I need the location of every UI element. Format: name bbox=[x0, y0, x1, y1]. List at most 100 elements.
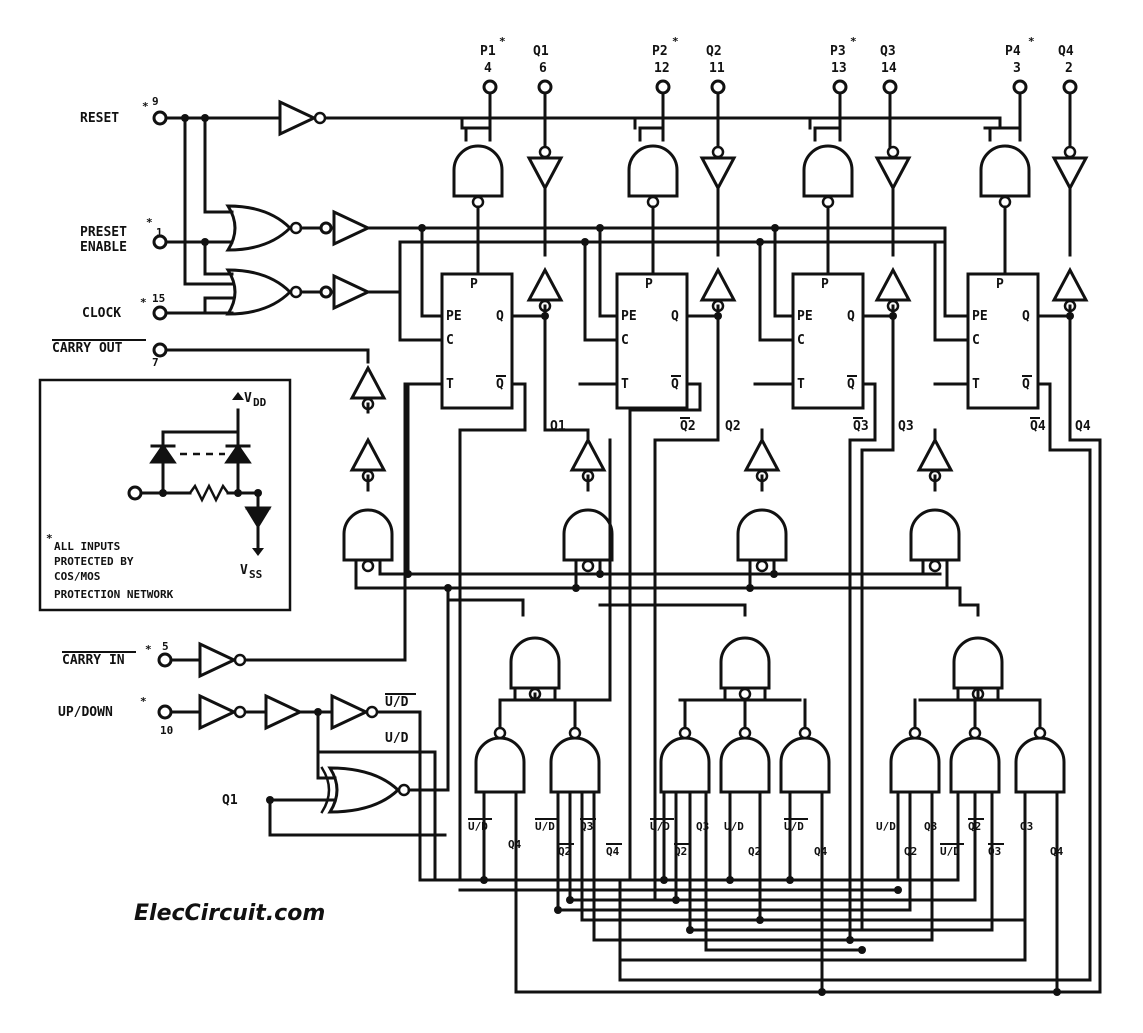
preset-label: PRESET bbox=[80, 225, 127, 240]
g3-label-3: U/D bbox=[724, 820, 744, 833]
ff3-q-out-label: Q3 bbox=[898, 419, 914, 434]
g3-label-1: U/D bbox=[650, 820, 670, 833]
g3-label-7: Q4 bbox=[814, 845, 828, 858]
g4-label-6: Q3 bbox=[988, 845, 1001, 858]
q2-pin-number: 11 bbox=[709, 61, 725, 76]
ff2-q-label: Q bbox=[671, 309, 679, 324]
q1-label: Q1 bbox=[533, 44, 549, 59]
reset-pin-icon bbox=[152, 110, 168, 126]
ff1-q-out-label: Q1 bbox=[550, 419, 566, 434]
ff4-p-label: P bbox=[996, 277, 1004, 292]
q1-pin-number: 6 bbox=[539, 61, 547, 76]
svg-text:*: * bbox=[1028, 35, 1035, 48]
ff3-q-label: Q bbox=[847, 309, 855, 324]
svg-text:*: * bbox=[499, 35, 506, 48]
carry-in-label: CARRY IN bbox=[62, 653, 125, 668]
carry-in-updown bbox=[157, 382, 450, 882]
ff2-p-label: P bbox=[645, 277, 653, 292]
q3-label: Q3 bbox=[880, 44, 896, 59]
ff1-t-label: T bbox=[446, 377, 454, 392]
p4-label: P4 bbox=[1005, 44, 1021, 59]
ff3-p-label: P bbox=[821, 277, 829, 292]
g2-label-3: Q2 bbox=[558, 845, 571, 858]
ff1-p-label: P bbox=[470, 277, 478, 292]
ff1-qbar-out-label: Q2 bbox=[680, 419, 696, 434]
preset-pin-number: 1 bbox=[156, 226, 163, 239]
input-gates bbox=[152, 116, 970, 342]
xnor-gate-icon bbox=[327, 766, 401, 814]
g3-label-6: Q2 bbox=[748, 845, 761, 858]
g4-label-4: Q2 bbox=[968, 820, 981, 833]
ff2-t-label: T bbox=[621, 377, 629, 392]
carry-in-pin-number: 5 bbox=[162, 640, 169, 653]
watermark: ElecCircuit.com bbox=[134, 901, 325, 926]
pin-q3-icon bbox=[882, 79, 898, 95]
g2-label-1: U/D bbox=[535, 820, 555, 833]
output-buffers bbox=[527, 145, 1088, 318]
reset-pin-number: 9 bbox=[152, 95, 159, 108]
up-down-label: UP/DOWN bbox=[58, 705, 113, 720]
p4-pin-number: 3 bbox=[1013, 61, 1021, 76]
p1-label: P1 bbox=[480, 44, 496, 59]
g2-label-2: Q3 bbox=[580, 820, 593, 833]
svg-text:*: * bbox=[140, 695, 147, 708]
p3-pin-number: 13 bbox=[831, 61, 847, 76]
ff2-q-out-label: Q2 bbox=[725, 419, 741, 434]
svg-text:*: * bbox=[142, 100, 149, 113]
clock-pin-number: 15 bbox=[152, 292, 165, 305]
carry-out-pin-number: 7 bbox=[152, 356, 159, 369]
ff3-t-label: T bbox=[797, 377, 805, 392]
ff4-qbar-label: Q bbox=[1022, 377, 1030, 392]
svg-text:*: * bbox=[146, 216, 153, 229]
q3-pin-number: 14 bbox=[881, 61, 897, 76]
p1-pin-number: 4 bbox=[484, 61, 492, 76]
reset-network bbox=[152, 100, 1002, 136]
carry-in-pin-icon bbox=[157, 652, 173, 668]
protection-network bbox=[38, 378, 292, 612]
protection-input-icon bbox=[127, 485, 143, 501]
svg-text:*: * bbox=[672, 35, 679, 48]
g1-label-1: U/D bbox=[468, 820, 488, 833]
star-note: * bbox=[46, 532, 53, 545]
diode-right-icon bbox=[224, 443, 252, 464]
ff2-qbar-out-label: Q3 bbox=[853, 419, 869, 434]
clock-label: CLOCK bbox=[82, 306, 121, 321]
ff4-pe-label: PE bbox=[972, 309, 988, 324]
ff2-pe-label: PE bbox=[621, 309, 637, 324]
svg-text:*: * bbox=[850, 35, 857, 48]
ff3-qbar-label: Q bbox=[847, 377, 855, 392]
pin-p1-icon bbox=[482, 79, 498, 95]
vss-sub-label: SS bbox=[249, 568, 262, 581]
ff4-q-out-label: Q4 bbox=[1075, 419, 1091, 434]
ud-label: U/D bbox=[385, 731, 409, 746]
g3-label-2: Q3 bbox=[696, 820, 709, 833]
p2-pin-number: 12 bbox=[654, 61, 670, 76]
svg-text:*: * bbox=[145, 643, 152, 656]
p3-label: P3 bbox=[830, 44, 846, 59]
ff1-qbar-label: Q bbox=[496, 377, 504, 392]
note-line-4: PROTECTION NETWORK bbox=[54, 588, 174, 601]
carry-gates bbox=[543, 428, 961, 573]
ff2-qbar-label: Q bbox=[671, 377, 679, 392]
g4-label-7: Q3 bbox=[1020, 820, 1033, 833]
ff4-q-label: Q bbox=[1022, 309, 1030, 324]
clock-pin-icon bbox=[152, 305, 168, 321]
ff3-pe-label: PE bbox=[797, 309, 813, 324]
pin-q2-icon bbox=[710, 79, 726, 95]
diode-bottom-icon bbox=[244, 506, 272, 529]
g3-label-5: Q2 bbox=[674, 845, 687, 858]
note-line-2: PROTECTED BY bbox=[54, 555, 134, 568]
carry-out-chain bbox=[152, 342, 394, 590]
up-down-pin-icon bbox=[157, 704, 173, 720]
upper-combine-nands bbox=[446, 438, 1042, 732]
udbar-label: U/D bbox=[385, 695, 409, 710]
pin-q1-icon bbox=[537, 79, 553, 95]
q2-label: Q2 bbox=[706, 44, 722, 59]
g3-label-4: U/D bbox=[784, 820, 804, 833]
ff4-c-label: C bbox=[972, 333, 980, 348]
ff4-t-label: T bbox=[972, 377, 980, 392]
note-line-3: COS/MOS bbox=[54, 570, 100, 583]
g4-label-1: U/D bbox=[876, 820, 896, 833]
ff3-c-label: C bbox=[797, 333, 805, 348]
